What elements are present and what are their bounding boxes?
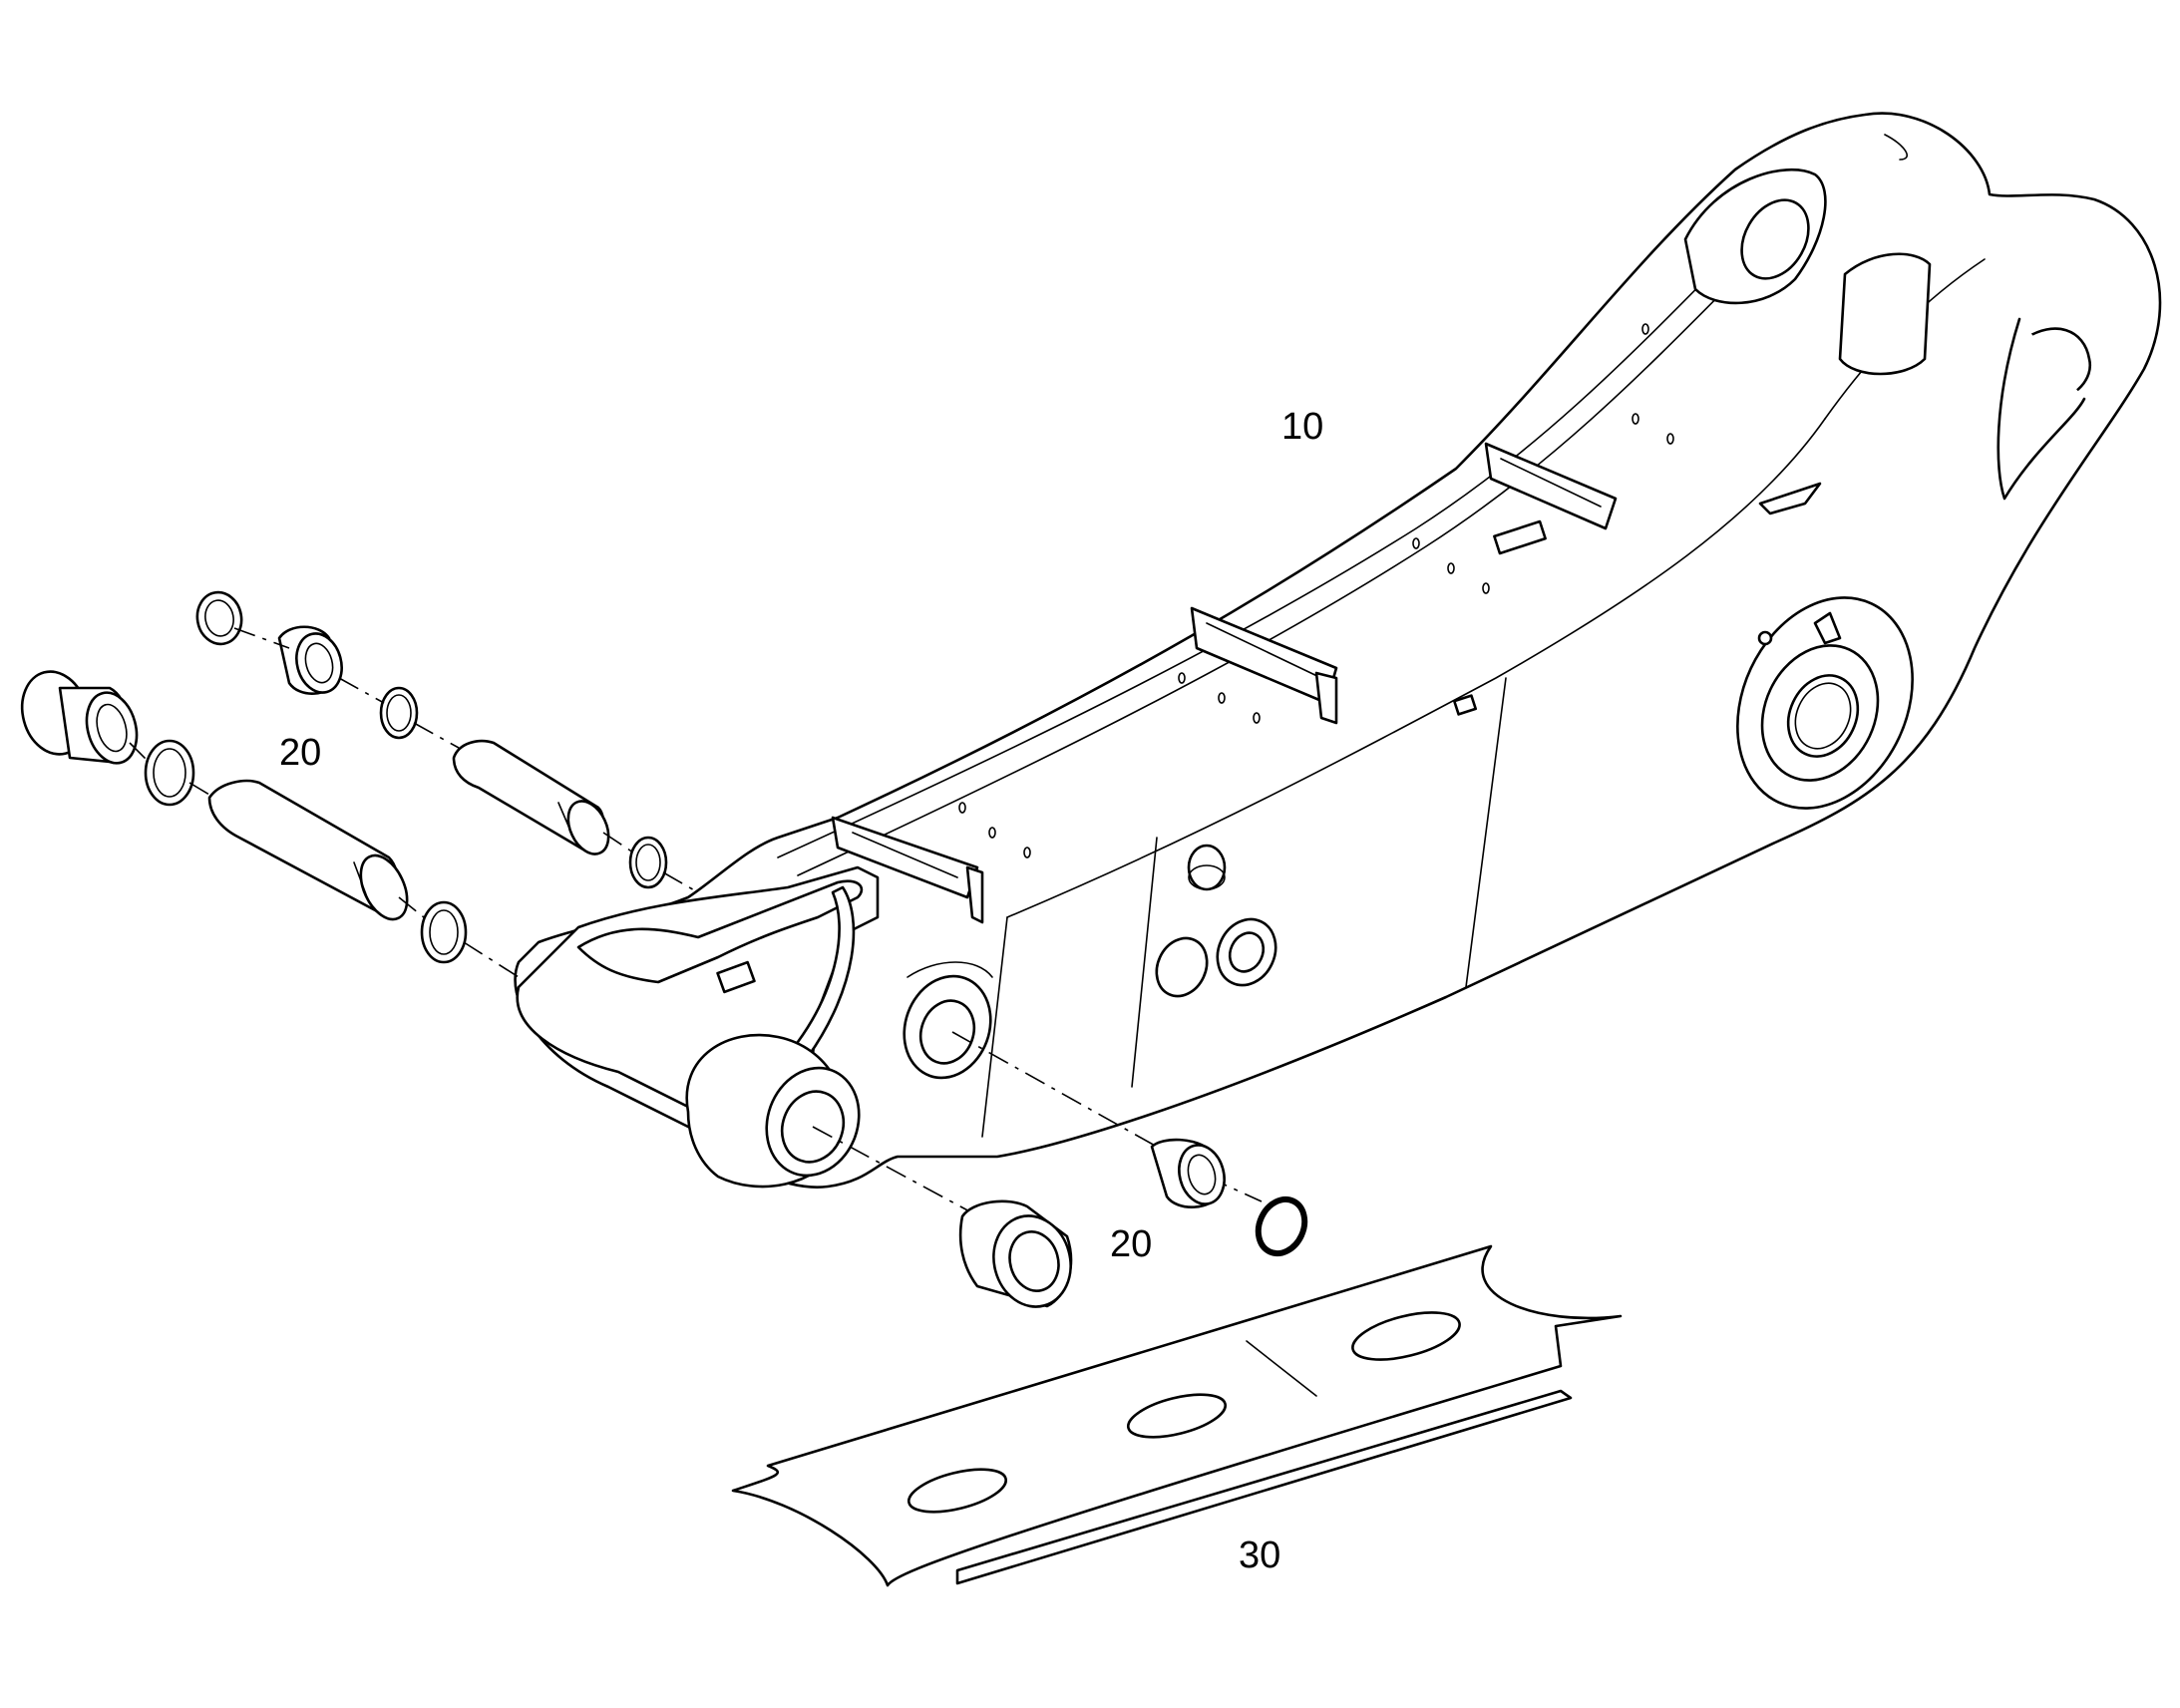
small-bushing bbox=[277, 625, 343, 695]
nameplate-small bbox=[1452, 694, 1478, 716]
flanged-bushing bbox=[20, 670, 139, 765]
callout-bushing-set-left: 20 bbox=[279, 732, 321, 774]
side-ports bbox=[1155, 844, 1277, 998]
o-ring bbox=[1255, 1196, 1308, 1257]
bushing-set-right bbox=[812, 1031, 1308, 1308]
wear-plate-hole bbox=[1126, 1393, 1228, 1439]
snap-ring bbox=[420, 900, 468, 964]
pivot-boss bbox=[1736, 596, 1914, 810]
cross-member-2 bbox=[1190, 606, 1338, 725]
snap-ring bbox=[195, 590, 243, 646]
boom-head-end bbox=[1683, 134, 2092, 501]
callout-bushing-set-right: 20 bbox=[1110, 1223, 1152, 1265]
small-bushing bbox=[1150, 1138, 1226, 1208]
callout-boom: 10 bbox=[1281, 406, 1323, 448]
wear-plate-hole bbox=[907, 1468, 1008, 1514]
boom-assembly bbox=[514, 112, 2162, 1189]
flanged-bushing bbox=[958, 1199, 1073, 1308]
top-plate-holes bbox=[958, 323, 1674, 858]
bushing-set-left bbox=[20, 590, 699, 978]
cross-member-3 bbox=[1484, 442, 1618, 530]
pivot-pin bbox=[452, 739, 610, 855]
wear-plate-hole bbox=[1351, 1311, 1461, 1361]
identification-plate bbox=[1758, 482, 1822, 515]
callout-wear-plate: 30 bbox=[1239, 1535, 1280, 1576]
boom-foot-end bbox=[516, 865, 993, 1189]
wear-plate bbox=[731, 1244, 1623, 1587]
pivot-pin-large bbox=[207, 779, 409, 921]
cross-member-1 bbox=[831, 816, 984, 924]
